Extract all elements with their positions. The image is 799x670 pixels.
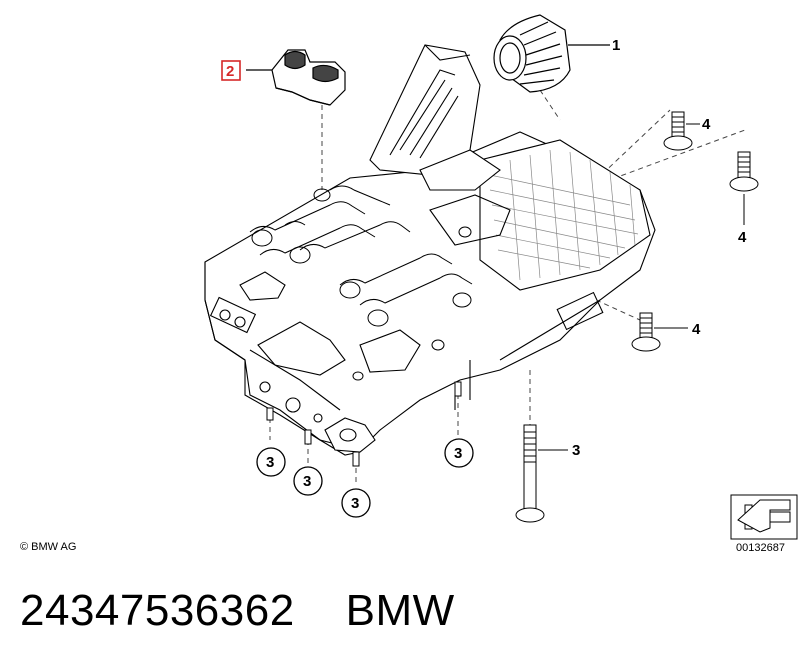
callout-4c-label: 4 [692,321,701,338]
callout-2-label: 2 [226,63,234,80]
callout-3c-label: 3 [351,495,359,512]
callout-3a-label: 3 [266,454,274,471]
diagram-reference-code: 00132687 [736,542,785,554]
copyright-notice: © BMW AG [20,541,77,553]
callout-2-highlight-box [221,60,241,81]
valve-body [204,44,656,456]
callout-3b-circle [293,466,323,496]
part-2-seal [246,49,346,106]
callout-3b-label: 3 [303,473,311,490]
callout-4a-label: 4 [702,116,711,133]
callout-3d-label: 3 [454,445,462,462]
callout-3c-circle [341,488,371,518]
callout-1-label: 1 [612,37,620,54]
bolt-4a [663,111,700,151]
orientation-arrow-icon [730,494,798,540]
bolt-3-long [515,424,568,523]
part-number: 24347536362 [20,586,295,635]
callout-3d-circle [444,438,474,468]
bolt-4c [631,312,688,352]
part-number-footer: 24347536362 BMW [20,586,455,636]
callout-3e-label: 3 [572,442,580,459]
callout-3a-circle [256,447,286,477]
screw-3-markers [266,381,462,467]
bolt-4b [729,151,759,225]
brand-name: BMW [345,586,455,635]
callout-4b-label: 4 [738,229,747,246]
part-1-sleeve [493,14,610,93]
